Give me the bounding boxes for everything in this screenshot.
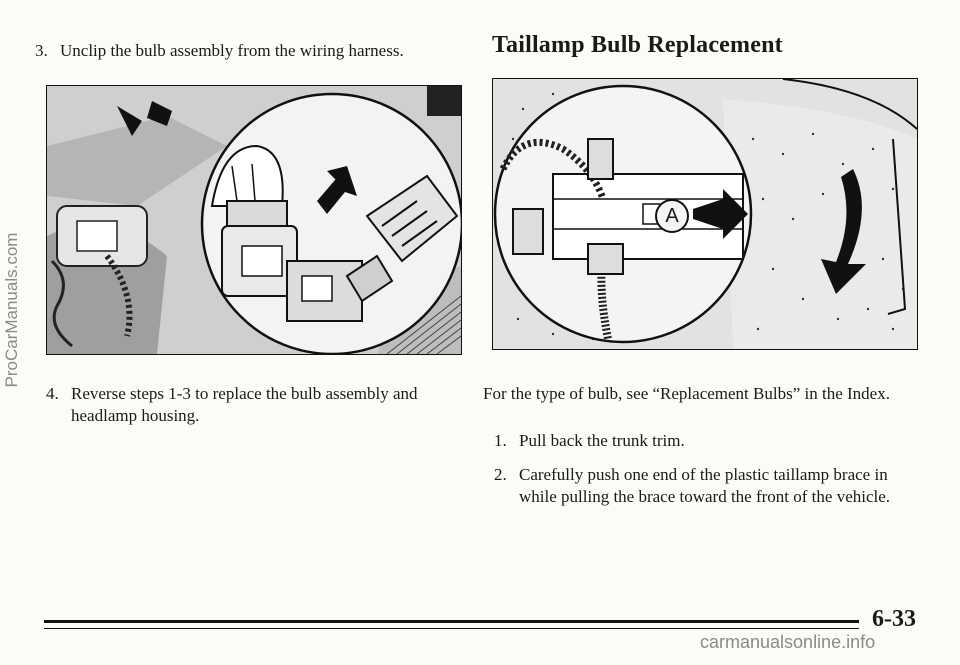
intro-paragraph: For the type of bulb, see “Replacement B… (483, 384, 890, 403)
step-4-text: Reverse steps 1-3 to replace the bulb as… (71, 384, 418, 425)
step-2-text: Carefully push one end of the plastic ta… (519, 465, 891, 506)
step-2-number: 2. (494, 465, 507, 484)
callout-a: A (655, 199, 689, 233)
side-watermark: ProCarManuals.com (2, 160, 22, 460)
bottom-watermark: carmanualsonline.info (700, 632, 876, 652)
step-4-number: 4. (46, 384, 59, 403)
headlamp-bulb-figure (46, 85, 462, 355)
side-watermark-text: ProCarManuals.com (2, 232, 21, 388)
step-3: 3. Unclip the bulb assembly from the wir… (35, 40, 455, 62)
taillamp-illustration (493, 79, 917, 349)
step-4: 4. Reverse steps 1-3 to replace the bulb… (46, 383, 466, 427)
step-1-text: Pull back the trunk trim. (519, 431, 685, 450)
step-3-number: 3. (35, 41, 48, 60)
footer-rule-thick (44, 620, 859, 623)
step-1-number: 1. (494, 431, 507, 450)
step-1: 1. Pull back the trunk trim. (494, 430, 914, 452)
page-number: 6-33 (872, 606, 916, 632)
footer-rule-thin (44, 628, 859, 629)
section-heading: Taillamp Bulb Replacement (492, 32, 783, 58)
step-2: 2. Carefully push one end of the plastic… (494, 464, 914, 508)
headlamp-bulb-illustration (47, 86, 461, 354)
taillamp-figure: A (492, 78, 918, 350)
step-3-text: Unclip the bulb assembly from the wiring… (60, 41, 404, 60)
